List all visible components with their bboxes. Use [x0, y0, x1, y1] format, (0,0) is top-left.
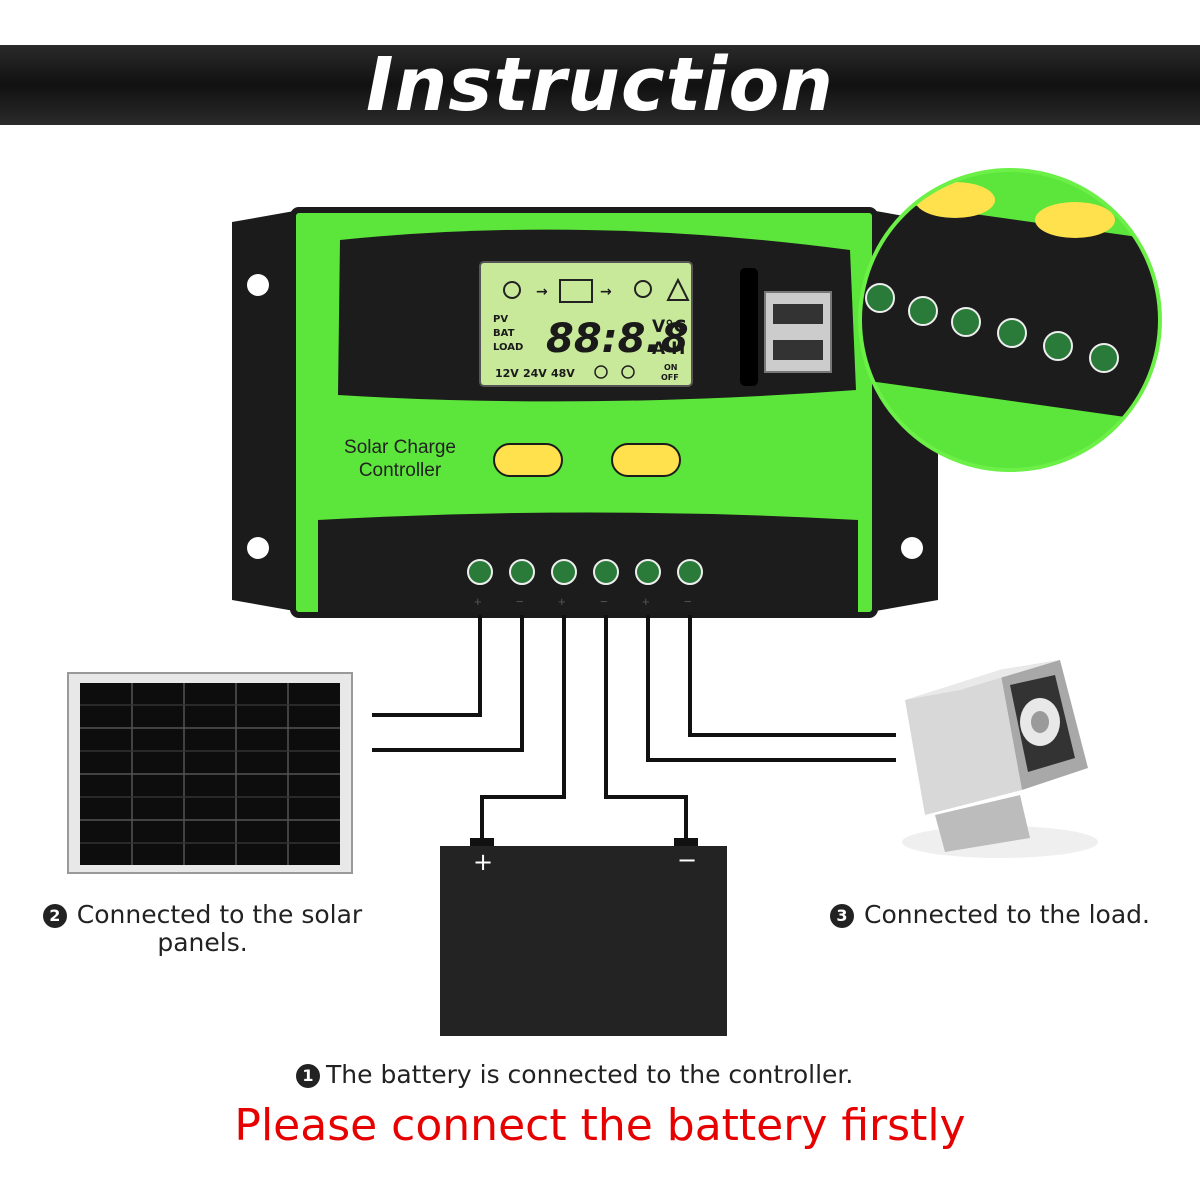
lcd-digits: 88:8.8	[546, 316, 689, 362]
battery-minus-post	[674, 838, 698, 848]
pv-minus-terminal	[509, 559, 535, 585]
terminal-sign: −	[684, 594, 692, 609]
mount-hole-icon	[247, 274, 269, 296]
lcd-label-pv: PV	[493, 314, 508, 325]
load-caption-text: Connected to the load.	[864, 900, 1150, 929]
arrow-icon: →	[600, 284, 612, 300]
lcd-label-load: LOAD	[493, 342, 523, 353]
lcd-voltage-12: 12V	[495, 367, 519, 380]
load-caption: 3 Connected to the load.	[830, 901, 1150, 929]
page-title: Instruction	[366, 42, 834, 128]
timer1-icon	[594, 365, 608, 379]
lcd-unit-bottom: A H	[652, 339, 685, 359]
battery-minus-terminal	[593, 559, 619, 585]
warning-text: Please connect the battery firstly	[234, 1100, 966, 1151]
controller-label-line2: Controller	[359, 460, 442, 481]
step-number-1: 1	[296, 1064, 320, 1088]
lcd-off: OFF	[661, 373, 679, 382]
solar-caption: 2 Connected to the solar panels.	[30, 901, 375, 957]
menu-button[interactable]	[493, 443, 563, 477]
solar-caption-line1: Connected to the solar	[76, 900, 363, 929]
wire-battery-plus	[480, 615, 566, 843]
battery: + −	[440, 838, 727, 1036]
solar-charge-controller: → → PV BAT LOAD 88:8.8 V°C A H 12V 24V 4…	[232, 207, 938, 618]
wire-pv-plus	[372, 615, 482, 717]
step-number-2: 2	[42, 904, 67, 928]
battery-plus-sign: +	[473, 848, 493, 876]
floodlight-icon	[902, 660, 1098, 858]
warning-icon	[666, 277, 690, 301]
arrow-icon: →	[536, 284, 548, 300]
lcd-label-bat: BAT	[493, 328, 515, 339]
wire-pv-minus	[372, 615, 524, 752]
mount-hole-icon	[247, 537, 269, 559]
battery-icon	[559, 279, 593, 303]
pv-plus-terminal	[467, 559, 493, 585]
lcd-voltage-24: 24V	[523, 367, 547, 380]
mount-hole-icon	[901, 537, 923, 559]
wire-load-minus	[688, 615, 896, 737]
wire-load-plus	[646, 615, 896, 762]
lcd-unit-top: V°C	[652, 317, 686, 337]
lcd-voltage-48: 48V	[551, 367, 575, 380]
step-number-3: 3	[830, 904, 854, 928]
sun-icon	[503, 281, 521, 299]
wires	[372, 615, 896, 843]
terminal-sign: −	[516, 594, 524, 609]
wire-battery-minus	[604, 615, 688, 843]
terminal-sign: +	[558, 594, 566, 609]
terminal-block: + − + − + −	[467, 559, 703, 609]
lcd-screen	[479, 261, 693, 387]
terminal-sign: +	[642, 594, 650, 609]
battery-minus-sign: −	[677, 846, 697, 874]
title-banner	[0, 45, 1200, 125]
load-minus-terminal	[677, 559, 703, 585]
battery-caption-text: The battery is connected to the controll…	[326, 1060, 854, 1089]
terminal-sign: +	[474, 594, 482, 609]
lcd-on: ON	[664, 363, 678, 372]
solar-panel-icon	[67, 672, 353, 874]
timer2-icon	[621, 365, 635, 379]
controller-label-line1: Solar Charge	[344, 437, 456, 458]
terminal-sign: −	[600, 594, 608, 609]
bulb-icon	[634, 280, 652, 298]
solar-caption-line2: panels.	[157, 928, 248, 957]
load-plus-terminal	[635, 559, 661, 585]
battery-plus-terminal	[551, 559, 577, 585]
battery-plus-post	[470, 838, 494, 848]
battery-body	[440, 846, 727, 1036]
set-button[interactable]	[611, 443, 681, 477]
terminal-zoom-inset	[858, 168, 1162, 472]
